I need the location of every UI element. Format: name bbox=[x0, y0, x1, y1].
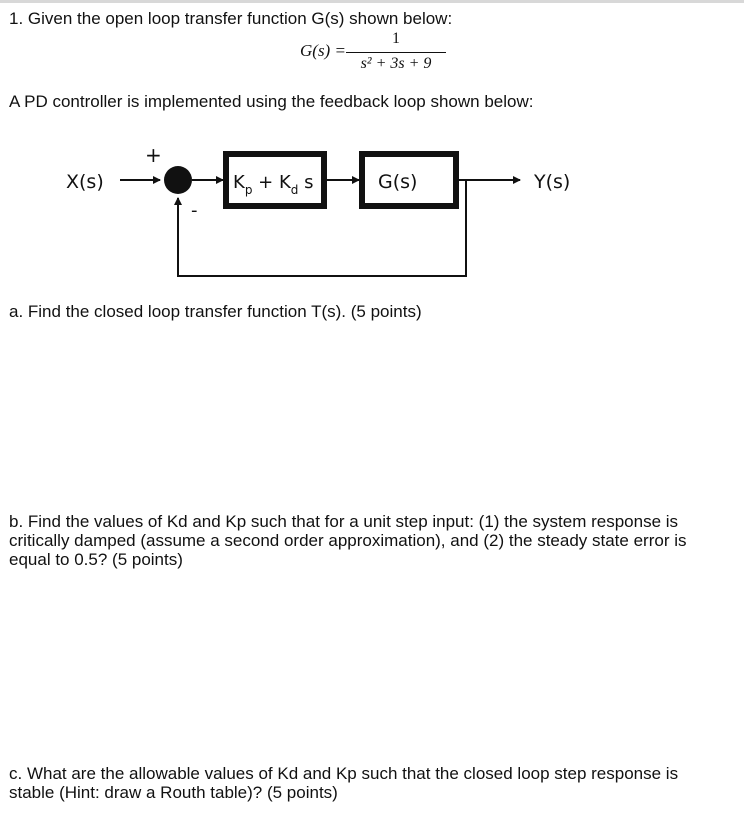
controller-k1: K bbox=[233, 172, 246, 193]
plant-block bbox=[359, 151, 459, 209]
top-divider bbox=[0, 0, 744, 3]
part-a: a. Find the closed loop transfer functio… bbox=[9, 302, 422, 321]
input-label: X(s) bbox=[66, 171, 104, 193]
controller-plus: + bbox=[252, 172, 279, 193]
plus-sign: + bbox=[145, 143, 162, 167]
controller-sub-d: d bbox=[291, 183, 299, 197]
controller-sub-p: p bbox=[245, 183, 253, 197]
equation-numerator: 1 bbox=[392, 30, 400, 47]
part-c: c. What are the allowable values of Kd a… bbox=[9, 764, 679, 802]
output-label: Y(s) bbox=[533, 171, 570, 193]
minus-sign: - bbox=[191, 200, 198, 221]
feedback-path bbox=[174, 180, 467, 277]
question-intro: 1. Given the open loop transfer function… bbox=[9, 9, 453, 28]
controller-k2: K bbox=[279, 172, 292, 193]
summing-junction bbox=[164, 166, 192, 194]
controller-text: A PD controller is implemented using the… bbox=[9, 92, 534, 111]
controller-s: s bbox=[298, 172, 313, 193]
feedback-block-diagram: X(s) + Kp + Kd s G(s) Y(s) - bbox=[66, 143, 570, 277]
plant-label: G(s) bbox=[378, 171, 417, 193]
transfer-function-equation: G(s) = 1 s² + 3s + 9 bbox=[300, 30, 450, 80]
pd-controller-label: Kp + Kd s bbox=[233, 172, 314, 197]
part-b: b. Find the values of Kd and Kp such tha… bbox=[9, 512, 687, 569]
equation-lhs: G(s) = bbox=[300, 41, 346, 60]
fraction-bar bbox=[346, 52, 446, 53]
equation-denominator: s² + 3s + 9 bbox=[360, 55, 432, 72]
pd-controller-block bbox=[223, 151, 327, 209]
